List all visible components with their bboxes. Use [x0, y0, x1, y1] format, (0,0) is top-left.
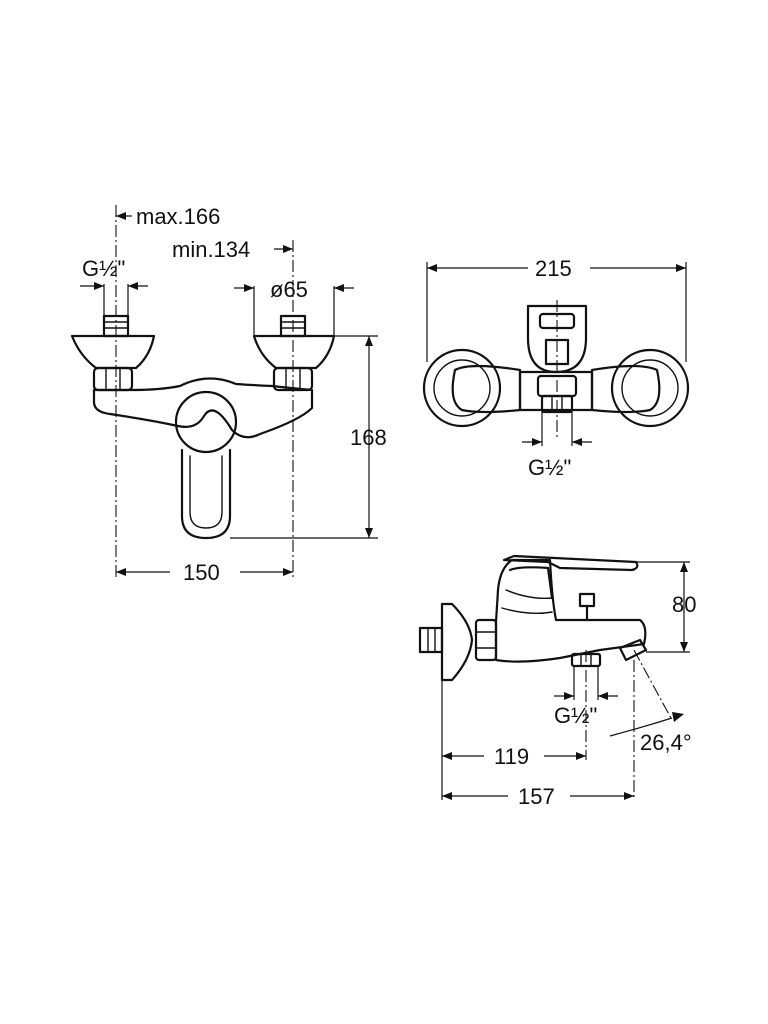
side-flange	[440, 602, 474, 682]
dimension-side-outlet-thread: G½"	[554, 666, 618, 728]
height-label: 168	[350, 425, 387, 450]
dimension-inlet-thread: G½"	[80, 256, 148, 316]
top-left-flange	[422, 348, 502, 428]
min-spacing-label: min.134	[172, 237, 250, 262]
spout-projection-label: 119	[494, 744, 529, 769]
side-height-label: 80	[672, 592, 696, 617]
total-depth-label: 157	[518, 784, 555, 809]
dimension-centers: 150	[116, 560, 293, 585]
dimension-top-outlet-thread: G½"	[522, 412, 592, 480]
dimension-total-depth: 157	[442, 784, 634, 809]
spout-angle-label: 26,4°	[640, 730, 692, 755]
top-view: 215 G½"	[422, 256, 690, 480]
dimension-max-spacing: max.166	[116, 204, 220, 229]
front-view: max.166 min.134 G½" ø65	[70, 204, 387, 585]
dimension-height: 168	[230, 335, 387, 539]
centers-label: 150	[183, 560, 220, 585]
dimension-side-height: 80	[636, 561, 696, 653]
side-angle-line	[633, 649, 673, 721]
side-lever	[502, 554, 639, 600]
dimension-flange-diameter: ø65	[234, 277, 354, 336]
side-diverter-knob	[578, 592, 596, 622]
left-flange	[70, 314, 156, 392]
width-label: 215	[535, 256, 572, 281]
side-outlet-thread-label: G½"	[554, 703, 597, 728]
side-body	[494, 558, 647, 663]
mixer-body	[92, 377, 314, 439]
side-inlet	[418, 626, 444, 654]
side-spout-tip	[618, 638, 648, 662]
top-right-flange	[610, 348, 690, 428]
top-outlet-thread-label: G½"	[528, 455, 571, 480]
side-nut	[474, 618, 498, 662]
inlet-thread-label: G½"	[82, 256, 125, 281]
dimension-spout-angle: 26,4°	[609, 712, 692, 755]
top-body	[451, 364, 522, 414]
mixer-lever	[174, 390, 238, 540]
right-flange	[252, 314, 336, 392]
max-spacing-label: max.166	[136, 204, 220, 229]
flange-diameter-label: ø65	[270, 277, 308, 302]
dimension-min-spacing: min.134	[172, 237, 293, 262]
dimension-spout-projection: 119	[441, 680, 586, 800]
side-view: 80 G½" 26,4° 119	[418, 554, 696, 809]
dimension-width: 215	[426, 256, 687, 362]
